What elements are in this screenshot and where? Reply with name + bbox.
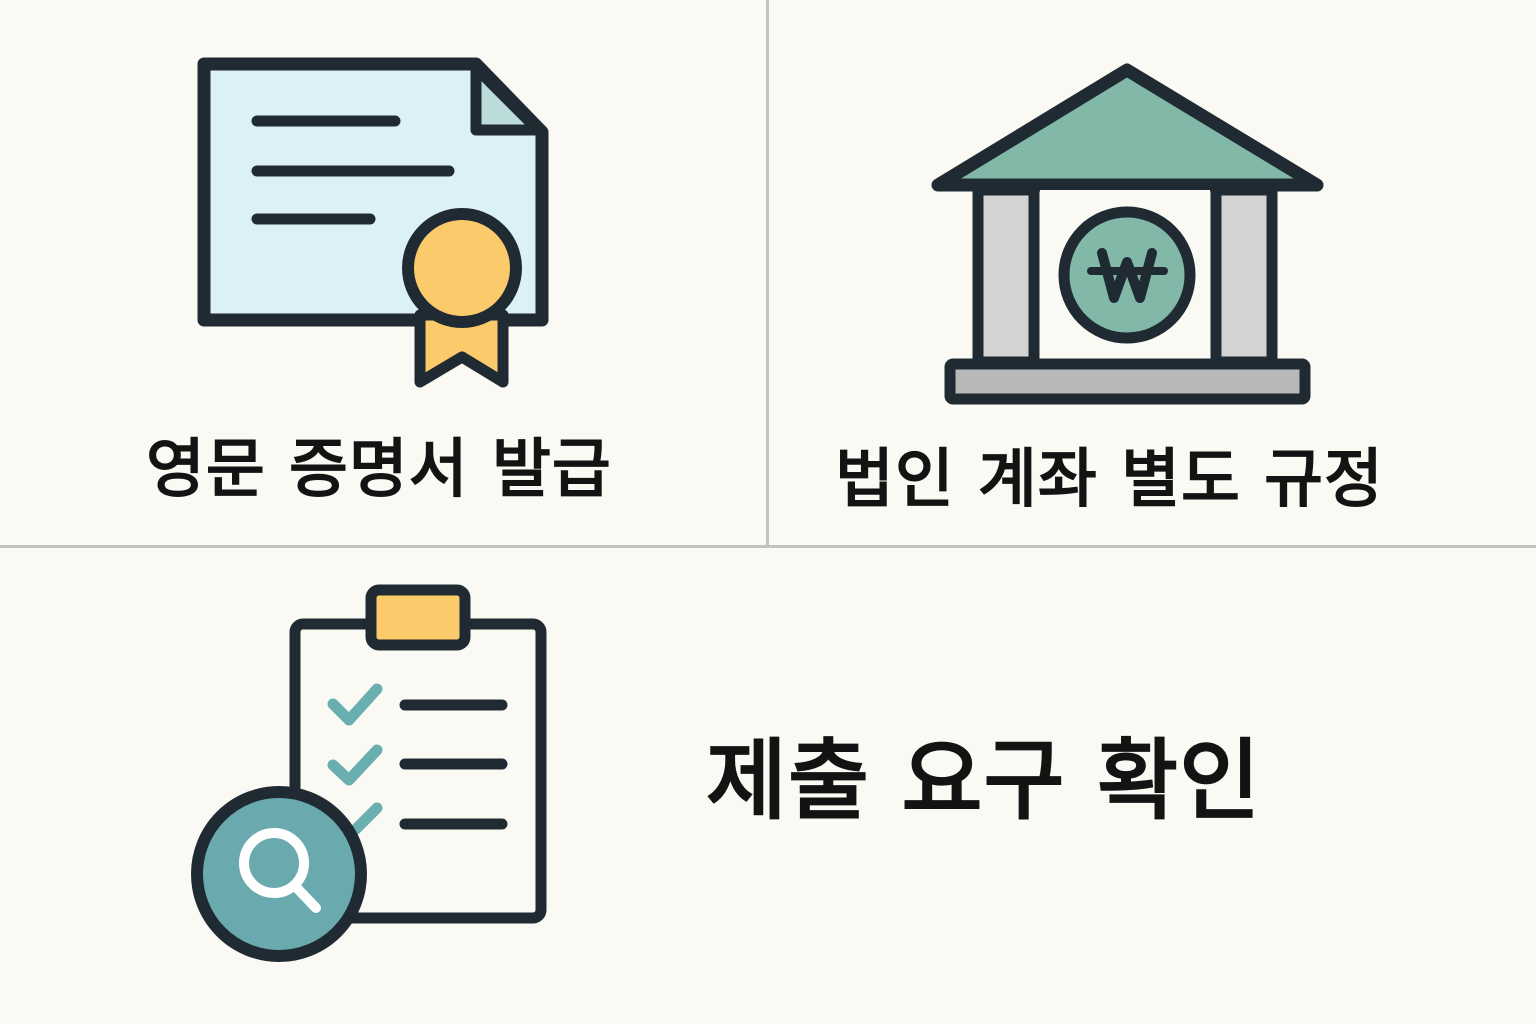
- panel-checklist: 제출 요구 확인: [0, 548, 1536, 1024]
- horizontal-divider: [0, 545, 1536, 548]
- bank-won-icon: [931, 63, 1324, 405]
- panel-certificate: 영문 증명서 발급: [0, 0, 766, 545]
- panel-label: 영문 증명서 발급: [146, 433, 612, 507]
- vertical-divider: [766, 0, 769, 546]
- certificate-icon: [197, 57, 549, 388]
- panel-bank: 법인 계좌 별도 규정: [769, 0, 1536, 545]
- clipboard-search-icon: [191, 584, 547, 962]
- panel-label: 제출 요구 확인: [706, 729, 1262, 832]
- panel-label: 법인 계좌 별도 규정: [835, 443, 1384, 517]
